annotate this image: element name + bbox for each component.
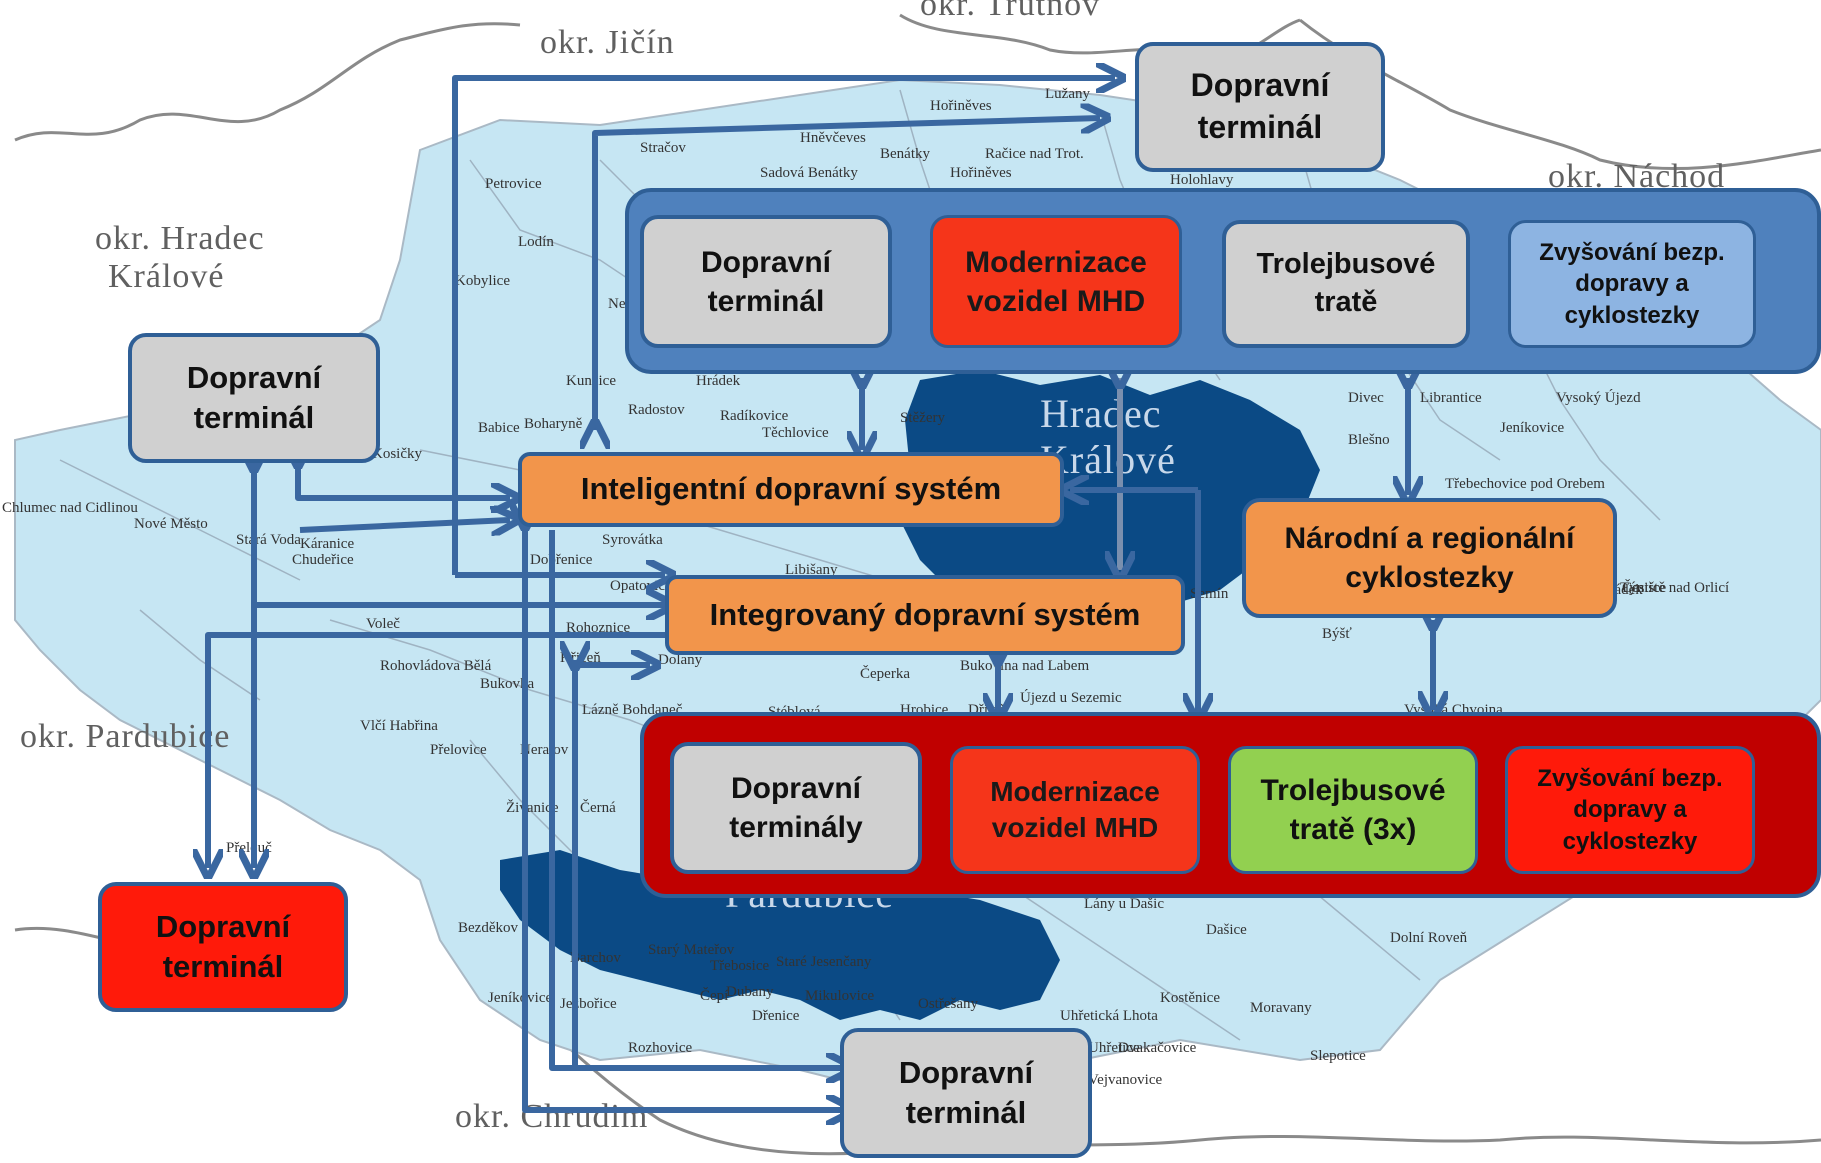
place-label: Ostřešany: [918, 996, 978, 1012]
place-label: Holohlavy: [1170, 172, 1234, 188]
place-label: Lužany: [1045, 86, 1090, 102]
place-label: Týniště nad Orlicí: [1620, 580, 1730, 596]
place-label: Boharyně: [524, 416, 583, 432]
ids-box: Integrovaný dopravní systém: [665, 575, 1185, 655]
place-label: Třebechovice pod Orebem: [1445, 476, 1605, 492]
place-label: Dvakačovice: [1118, 1040, 1197, 1056]
place-label: Uhřetická Lhota: [1060, 1008, 1158, 1024]
pce-item-safety: Zvyšování bezp. dopravy a cyklostezky: [1505, 746, 1755, 874]
place-label: Chlumec nad Cidlinou: [2, 500, 138, 516]
region-label-pardubice: okr. Pardubice: [20, 718, 231, 755]
arrow-its-bottom-terminal-1: [525, 520, 845, 1110]
place-label: Vejvanovice: [1088, 1072, 1163, 1088]
place-label: Librantice: [1420, 390, 1482, 406]
region-label-hradec-1: okr. Hradec: [95, 220, 265, 257]
top-terminal: Dopravní terminál: [1135, 42, 1385, 172]
place-label: Rohovládova Bělá: [380, 658, 492, 674]
bottom-terminal: Dopravní terminál: [840, 1028, 1092, 1158]
its-box: Inteligentní dopravní systém: [518, 452, 1064, 527]
place-label: Dolní Roveň: [1390, 930, 1468, 946]
arrow-ids-bottom-left-terminal: [208, 632, 665, 868]
arrow-left-terminal-its: [298, 458, 510, 498]
hk-item-trolleybus: Trolejbusové tratě: [1222, 220, 1470, 348]
place-label: Uhřetice: [1088, 1040, 1140, 1056]
pce-item-trolleybus: Trolejbusové tratě (3x): [1228, 746, 1478, 874]
cyclo-box: Národní a regionální cyklostezky: [1242, 498, 1617, 618]
place-label: Blešno: [1348, 432, 1390, 448]
arrow-its-bottom-terminal-2: [549, 530, 845, 1068]
place-label: Vlčí Habřina: [360, 718, 438, 734]
place-label: Bezděkov: [458, 920, 518, 936]
bottom-left-terminal: Dopravní terminál: [98, 882, 348, 1012]
region-label-jicin: okr. Jičín: [540, 24, 675, 61]
place-label: Nové Město: [134, 516, 208, 532]
pce-item-terminals: Dopravní terminály: [670, 742, 922, 874]
hk-item-safety: Zvyšování bezp. dopravy a cyklostezky: [1508, 220, 1756, 348]
place-label: Divec: [1348, 390, 1384, 406]
arrow-to-its-left-1: [299, 520, 510, 530]
place-label: Kobylice: [455, 273, 510, 289]
place-label: Dašice: [1206, 922, 1247, 938]
pce-item-mhd: Modernizace vozidel MHD: [950, 746, 1200, 874]
place-label: Babice: [478, 420, 520, 436]
place-label: Lodín: [518, 234, 554, 250]
region-label-hradec-2: Králové: [108, 258, 225, 295]
place-label: Moravany: [1250, 1000, 1312, 1016]
place-label: Újezd u Sezemic: [1020, 690, 1122, 706]
place-label: Kostěnice: [1160, 990, 1220, 1006]
place-label: Jeníkovice: [1500, 420, 1565, 436]
place-label: Čestice: [1622, 580, 1667, 596]
left-terminal: Dopravní terminál: [128, 333, 380, 463]
place-label: Petrovice: [485, 176, 542, 192]
arrow-left-column-to-top-terminal: [452, 78, 1115, 575]
place-label: Vysoký Újezd: [1556, 390, 1641, 406]
arrow-its-to-top-terminal: [595, 118, 1100, 430]
region-label-trutnov: okr. Trutnov: [920, 0, 1101, 23]
place-label: Slepotice: [1310, 1048, 1366, 1064]
place-label: Čeperka: [860, 666, 910, 682]
place-label: Lány u Dašic: [1084, 896, 1164, 912]
place-label: Přelovice: [430, 742, 487, 758]
hk-item-terminal: Dopravní terminál: [640, 215, 892, 348]
hk-item-mhd: Modernizace vozidel MHD: [930, 215, 1182, 348]
place-label: Voleč: [366, 616, 400, 632]
place-label: Býšť: [1322, 626, 1352, 642]
